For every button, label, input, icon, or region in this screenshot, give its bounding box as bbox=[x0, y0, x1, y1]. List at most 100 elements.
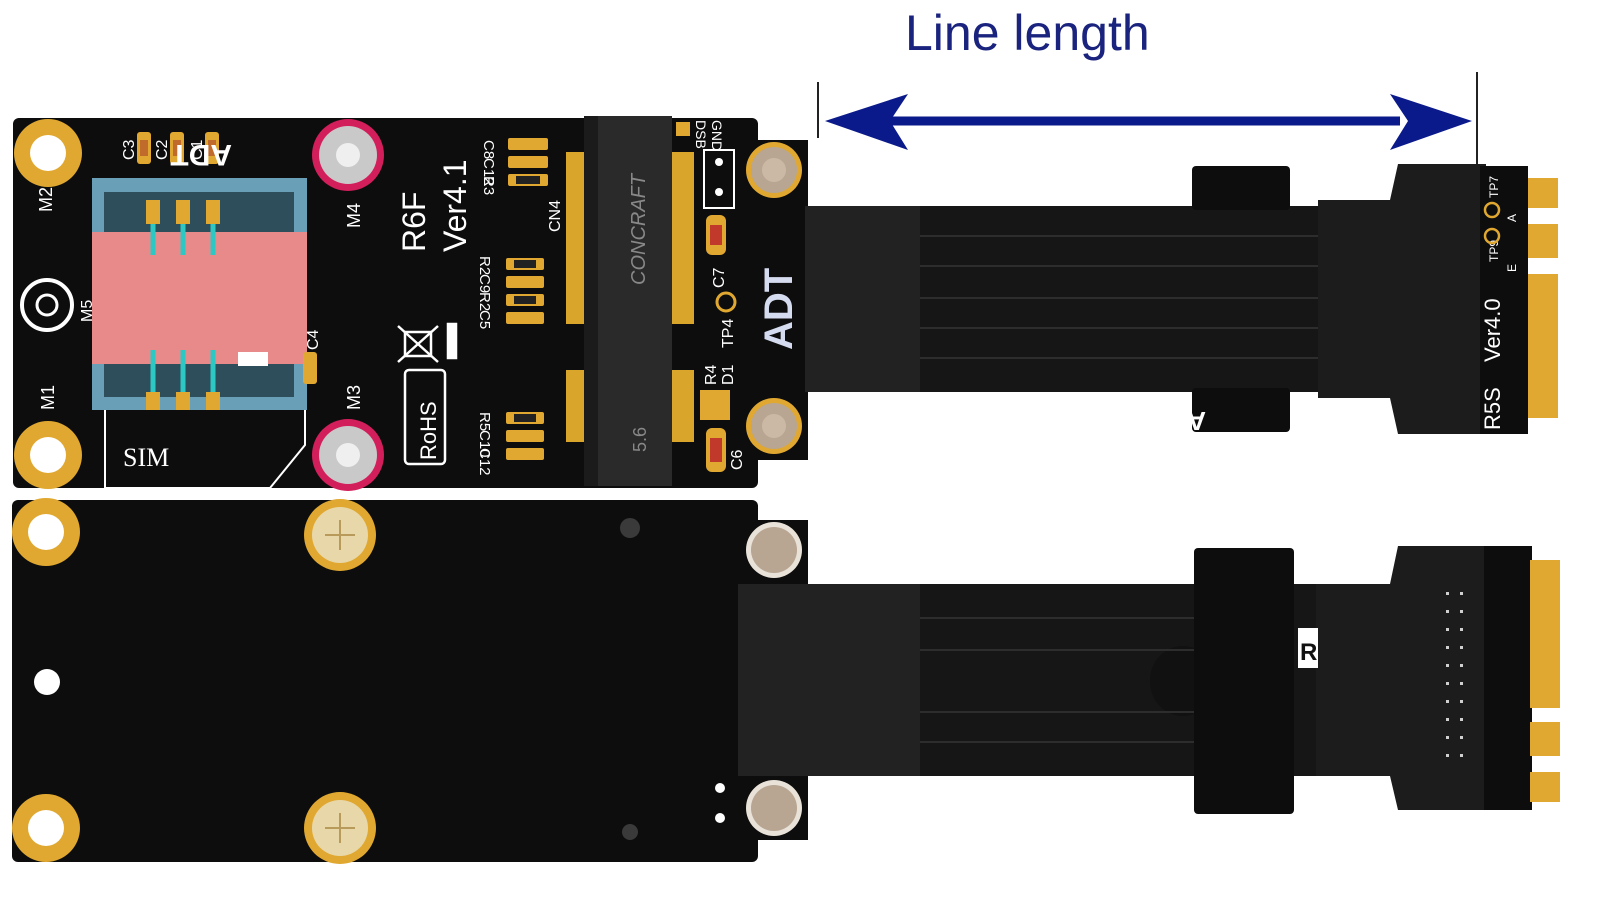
m2-fingers-top bbox=[1528, 178, 1558, 208]
m2-fingers-bottom-end bbox=[1530, 772, 1560, 802]
m2-adapter-top: ADT R5S Ver4.0 TP7 A TP9 E bbox=[1152, 164, 1558, 436]
sim-label: SIM bbox=[123, 443, 169, 472]
adapter-model: R5S bbox=[1480, 387, 1505, 430]
jumper-pin-2 bbox=[715, 188, 723, 196]
adapter-bottom-housing bbox=[1316, 546, 1490, 810]
mount-hole-m2 bbox=[14, 119, 82, 187]
plate-screw-bottom bbox=[746, 398, 802, 454]
adapter-tab-top bbox=[1192, 166, 1290, 210]
adapter-brand-adt: ADT bbox=[1152, 406, 1206, 436]
label-c8: C8 bbox=[480, 140, 497, 159]
label-c12b: C12 bbox=[476, 448, 493, 476]
adapter-bottom-mark: R bbox=[1300, 639, 1317, 666]
m2-fingers-bottom-main bbox=[1530, 560, 1560, 708]
label-c3: C3 bbox=[121, 139, 138, 160]
label-m5: M5 bbox=[79, 300, 96, 322]
adapter-housing bbox=[1318, 164, 1486, 434]
label-c4: C4 bbox=[305, 329, 322, 350]
sim-latch bbox=[238, 352, 268, 366]
model-label: R6F bbox=[396, 192, 432, 252]
label-e: E bbox=[1505, 264, 1519, 272]
cap-c6-body bbox=[710, 438, 722, 462]
bottom-hole-mid bbox=[34, 669, 60, 695]
weee-icon bbox=[397, 322, 458, 363]
flat-cable-top bbox=[805, 206, 1325, 392]
bottom-hole-br bbox=[304, 792, 376, 864]
testpoint-tp4 bbox=[715, 291, 737, 313]
label-c5: C5 bbox=[476, 310, 493, 329]
cap-c4 bbox=[303, 352, 317, 384]
adapter-version: Ver4.0 bbox=[1480, 298, 1505, 362]
dimension-arrow-right-head bbox=[1390, 94, 1472, 150]
cap-row-top bbox=[137, 132, 219, 164]
bottom-dot-1 bbox=[715, 783, 725, 793]
component-group-c bbox=[506, 412, 544, 460]
connector-brand: CONCRAFT bbox=[628, 172, 650, 285]
component-group-a bbox=[508, 138, 548, 186]
adapter-bottom-body bbox=[1194, 548, 1294, 814]
label-c9: C9 bbox=[476, 274, 493, 293]
plate-screw-top bbox=[746, 142, 802, 198]
label-r5: R5 bbox=[476, 412, 493, 431]
label-tp4: TP4 bbox=[720, 319, 737, 348]
cable-brand-adt: ADT bbox=[757, 268, 801, 350]
label-m1: M1 bbox=[38, 385, 58, 410]
label-r4: R4 bbox=[703, 364, 720, 385]
adapter-bottom-pcb bbox=[1484, 546, 1532, 810]
jumper-pin-1 bbox=[715, 158, 723, 166]
sim-socket: SIM bbox=[92, 178, 307, 489]
testpoint-tp7 bbox=[1483, 201, 1501, 219]
sim-contacts bbox=[146, 200, 220, 410]
diode-d1 bbox=[700, 390, 730, 420]
label-r3: R3 bbox=[480, 176, 497, 195]
bottom-via-top bbox=[620, 518, 640, 538]
bottom-pcb bbox=[12, 500, 758, 862]
label-gnd: GND bbox=[709, 120, 725, 151]
connector-latch bbox=[584, 116, 598, 486]
connector-pins-right bbox=[672, 152, 694, 442]
mount-hole-m3 bbox=[312, 419, 384, 491]
adapter-pcb bbox=[1480, 166, 1528, 434]
label-c1: C1 bbox=[189, 139, 206, 160]
label-a: A bbox=[1505, 214, 1519, 222]
label-c7: C7 bbox=[711, 267, 728, 288]
connector-code: 5.6 bbox=[630, 427, 650, 452]
label-d1: D1 bbox=[720, 364, 737, 385]
label-m3: M3 bbox=[344, 385, 364, 410]
m2-fingers-mid bbox=[1528, 224, 1558, 258]
sim-springs bbox=[150, 224, 216, 392]
bottom-dot-2 bbox=[715, 813, 725, 823]
label-m2: M2 bbox=[36, 187, 56, 212]
connector-pins-left bbox=[566, 152, 586, 442]
label-c6: C6 bbox=[729, 449, 746, 470]
adapter-bottom-label-box bbox=[1298, 628, 1318, 668]
bottom-hole-tr bbox=[304, 499, 376, 571]
component-group-b bbox=[506, 258, 544, 324]
bottom-plate-screw-top bbox=[746, 522, 802, 578]
bottom-hole-bl bbox=[12, 794, 80, 862]
mount-hole-m4 bbox=[312, 119, 384, 191]
adapter-tab-bottom bbox=[1192, 388, 1290, 432]
mount-hole-m5 bbox=[20, 278, 74, 332]
mini-pcie-connector: CONCRAFT 5.6 CN4 bbox=[547, 116, 694, 486]
label-r2b: R2 bbox=[476, 292, 493, 311]
label-c12a: C12 bbox=[480, 158, 497, 186]
adapter-bottom-pin-grid bbox=[1446, 592, 1463, 757]
line-length-title: Line length bbox=[905, 5, 1150, 61]
svg-text:RoHS: RoHS bbox=[416, 401, 441, 460]
m2-fingers-bottom-mid bbox=[1530, 722, 1560, 756]
top-assembly: M2 M1 M4 M3 M5 SIM bbox=[13, 116, 1558, 491]
line-length-dimension bbox=[817, 72, 1478, 168]
brand-adt-top-left: ADT bbox=[170, 138, 232, 171]
label-r2a: R2 bbox=[476, 256, 493, 275]
version-label: Ver4.1 bbox=[437, 159, 473, 252]
m2-fingers-main bbox=[1528, 274, 1558, 418]
mount-hole-m1 bbox=[14, 421, 82, 489]
bottom-hole-tl bbox=[12, 498, 80, 566]
label-tp9: TP9 bbox=[1487, 240, 1501, 262]
bottom-plate-screw-bottom bbox=[746, 780, 802, 836]
label-dsb: DSB bbox=[693, 120, 709, 149]
bottom-assembly: R bbox=[12, 498, 1560, 864]
